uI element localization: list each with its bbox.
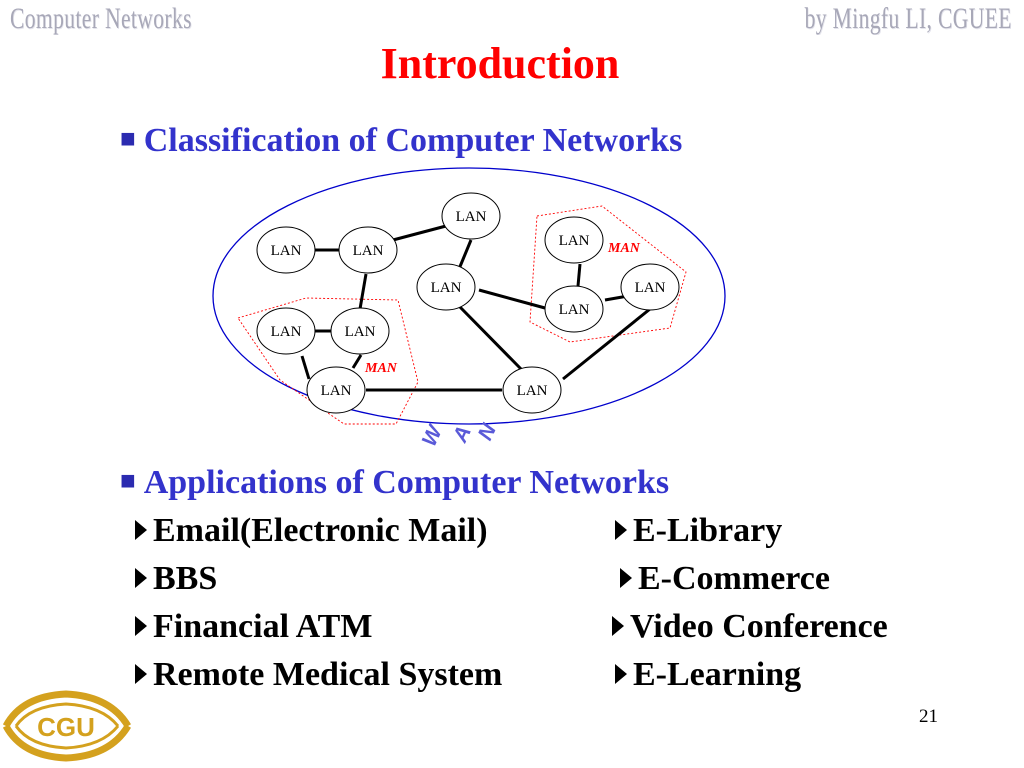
wan-label: W [418,420,448,450]
lan-node [544,285,604,333]
lan-node [544,216,604,264]
lan-node-label: LAN [431,280,462,296]
network-links [300,224,651,392]
lan-node-label: LAN [345,324,376,340]
triangle-bullet-icon [615,520,627,540]
application-item: Remote Medical System [135,656,502,694]
application-label: Email(Electronic Mail) [153,512,488,549]
section-classification-label: Classification of Computer Networks [143,122,683,159]
wan-letter-group: A [448,422,476,446]
section-classification: ■Classification of Computer Networks [120,122,682,160]
page-number: 21 [919,706,938,727]
header-author: by Mingfu LI, CGUEE [804,2,1012,35]
link [457,304,523,371]
application-label: E-Library [633,512,783,549]
section-applications: ■Applications of Computer Networks [120,464,669,502]
link [562,307,651,381]
lan-node [441,192,501,240]
lan-node-label: LAN [517,383,548,399]
square-bullet-icon: ■ [120,124,136,153]
lan-node [256,226,316,274]
triangle-bullet-icon [135,568,147,588]
application-label: E-Commerce [638,560,830,597]
triangle-bullet-icon [612,616,624,636]
application-item: E-Library [615,512,782,550]
lan-node-label: LAN [271,324,302,340]
application-label: Video Conference [630,608,888,645]
application-label: Financial ATM [153,608,373,645]
triangle-bullet-icon [620,568,632,588]
lan-node-label: LAN [271,243,302,259]
lan-node [256,307,316,355]
application-label: E-Learning [633,656,802,693]
wan-letter-a: A [448,422,476,446]
link [576,263,582,287]
wan-letter-w: W [418,420,448,450]
lan-node-label: LAN [635,280,666,296]
slide-title: Introduction [380,39,620,88]
lan-node [330,307,390,355]
application-item: Email(Electronic Mail) [135,512,488,550]
link [300,355,311,380]
link [392,224,447,242]
application-item: Financial ATM [135,608,372,646]
man-label-left: MAN [364,361,398,376]
wan-boundary [212,167,726,425]
lan-node-label: LAN [559,302,590,318]
link [351,354,363,369]
square-bullet-icon: ■ [120,466,136,495]
application-label: Remote Medical System [153,656,503,693]
triangle-bullet-icon [135,616,147,636]
application-label: BBS [153,560,218,597]
lan-node-label: LAN [353,243,384,259]
triangle-bullet-icon [135,520,147,540]
application-item: Video Conference [612,608,888,646]
triangle-bullet-icon [615,664,627,684]
header-course-title: Computer Networks [10,2,192,35]
lan-node-label: LAN [321,383,352,399]
link [478,288,546,310]
application-item: BBS [135,560,217,598]
lan-node-label: LAN [456,209,487,225]
application-item: E-Commerce [620,560,830,598]
logo-text: CGU [37,712,95,742]
triangle-bullet-icon [135,664,147,684]
lan-node [502,366,562,414]
cgu-logo-icon: CGU [2,690,132,762]
application-item: E-Learning [615,656,801,694]
man-label-right: MAN [607,241,641,256]
man-boundary-right [529,205,687,343]
lan-node [620,263,680,311]
section-applications-label: Applications of Computer Networks [143,464,670,501]
lan-node [338,226,398,274]
lan-node [416,263,476,311]
lan-node [306,366,366,414]
lan-node-label: LAN [559,233,590,249]
link [457,239,473,270]
link [358,273,368,310]
